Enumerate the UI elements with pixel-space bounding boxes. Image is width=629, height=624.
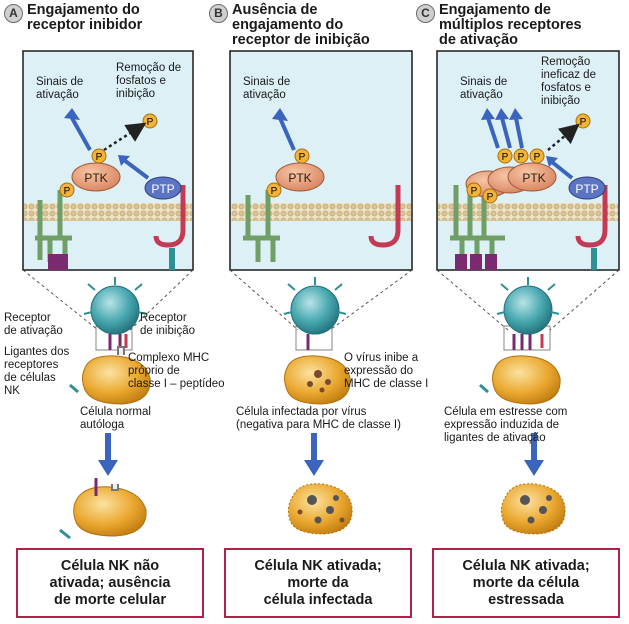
outcome-text-c: Célula NK ativada; morte da célula estre…	[462, 557, 590, 608]
outcome-box-b: Célula NK ativada; morte da célula infec…	[224, 548, 412, 618]
panel-a-box: PTK PTP P P P	[22, 50, 194, 271]
panel-c-box: PTK PTP P P P P P P	[436, 50, 620, 271]
nk-cell-c	[503, 285, 553, 335]
removal-label-c: Remoção ineficaz de fosfatos e inibição	[541, 56, 596, 107]
cell-caption-b: Célula infectada por vírus (negativa par…	[236, 406, 401, 431]
phosphate-b1: P	[299, 152, 306, 163]
outcome-text-a: Célula NK não ativada; ausência de morte…	[49, 557, 171, 608]
phosphate-c4: P	[471, 186, 478, 197]
cell-caption-c: Célula em estresse com expressão induzid…	[444, 406, 568, 444]
phosphate-c1: P	[502, 152, 509, 163]
nk-cell-a	[83, 277, 147, 335]
infected-cell-b	[284, 355, 351, 405]
virus-note-label: O vírus inibe a expressão do MHC de clas…	[344, 352, 429, 390]
dying-cell-c	[500, 483, 566, 535]
ligands-label: Ligantes dos receptores de células NK	[4, 346, 70, 397]
phosphate-b2: P	[271, 186, 278, 197]
activation-receptor-label: Receptor de ativação	[4, 312, 63, 337]
panel-b-letter: B	[209, 4, 228, 23]
phosphate-a1: P	[96, 152, 103, 163]
phosphate-c3: P	[534, 152, 541, 163]
ptp-label-c: PTP	[575, 182, 598, 196]
signals-label-c: Sinais de ativação	[460, 76, 508, 101]
dying-cell-b	[287, 483, 353, 535]
panel-a-title: Engajamento do receptor inibidor	[27, 2, 143, 33]
ptk-label-a: PTK	[84, 171, 107, 185]
outcome-box-c: Célula NK ativada; morte da célula estre…	[432, 548, 620, 618]
signals-label-a: Sinais de ativação	[36, 76, 84, 101]
panel-a-letter: A	[4, 4, 23, 23]
panel-b-box: PTK P P	[229, 50, 413, 271]
panel-b-title: Ausência de engajamento do receptor de i…	[232, 2, 370, 48]
phosphate-c5: P	[487, 192, 494, 203]
signal-arrow-icon	[70, 117, 92, 151]
cell-caption-a: Célula normal autóloga	[80, 406, 151, 431]
signals-label-b: Sinais de ativação	[243, 76, 291, 101]
phosphate-a3: P	[147, 117, 154, 128]
phosphate-c2: P	[518, 152, 525, 163]
stressed-cell-c	[492, 355, 561, 405]
mhc-complex-label: Complexo MHC próprio de classe I – peptí…	[128, 352, 225, 390]
nk-cell-b	[290, 285, 340, 335]
phosphate-a2: P	[64, 186, 71, 197]
removal-label-a: Remoção de fosfatos e inibição	[116, 62, 182, 100]
inhibition-receptor-label: Receptor de inibição	[140, 312, 195, 337]
panel-c-title: Engajamento de múltiplos receptores de a…	[439, 2, 582, 48]
ptp-label-a: PTP	[151, 182, 174, 196]
zoom-lines	[22, 269, 620, 331]
target-cell-a	[82, 355, 151, 405]
outcome-text-b: Célula NK ativada; morte da célula infec…	[254, 557, 382, 608]
outcome-box-a: Célula NK não ativada; ausência de morte…	[16, 548, 204, 618]
dotted-arrow-icon	[103, 122, 147, 152]
ptk-label-b: PTK	[288, 171, 311, 185]
phosphate-c6: P	[580, 117, 587, 128]
ptk-label-c: PTK	[522, 171, 545, 185]
panel-c-letter: C	[416, 4, 435, 23]
